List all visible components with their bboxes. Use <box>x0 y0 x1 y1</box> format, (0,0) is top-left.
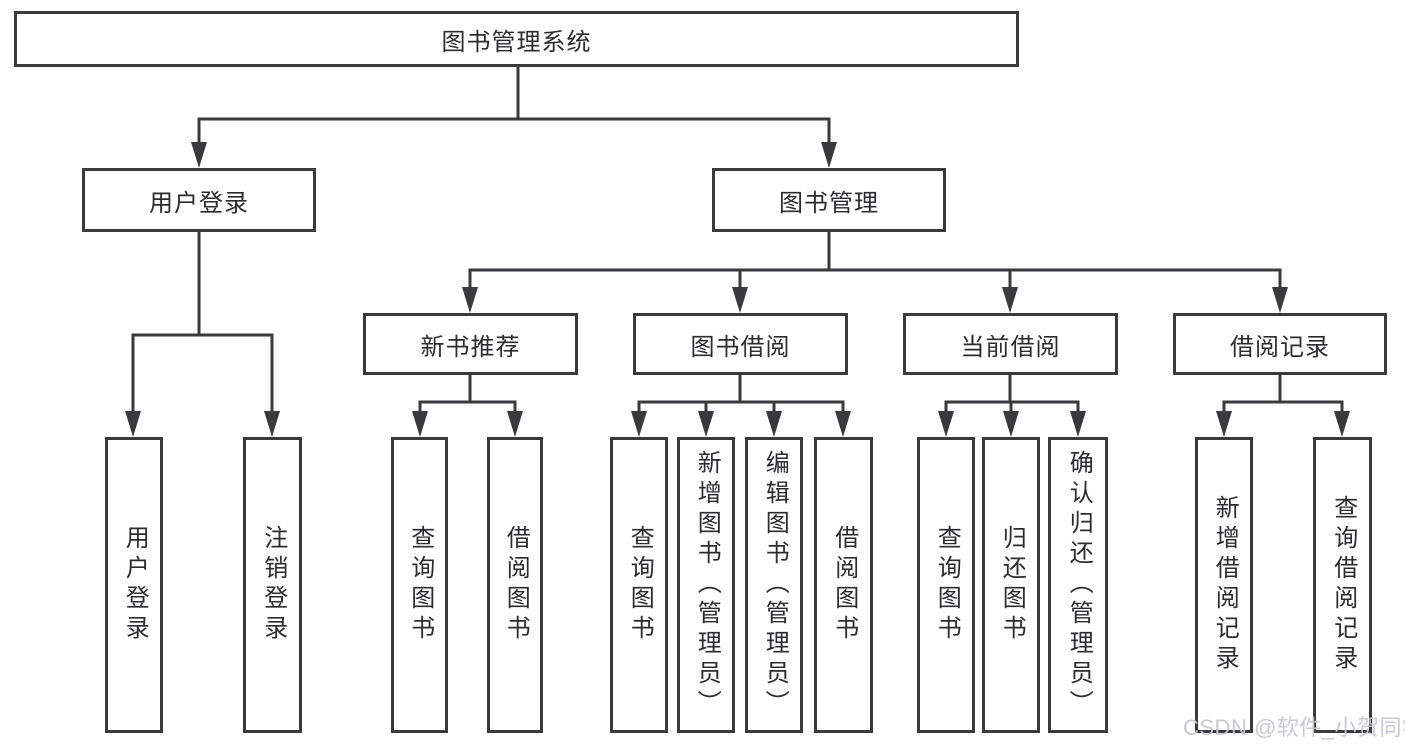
leaf-query-borrow-record-label: 查询借阅记录 <box>1329 495 1357 675</box>
leaf-add-book-admin: 新增图书（管理员） <box>677 437 735 733</box>
node-user-login: 用户登录 <box>82 168 316 232</box>
leaf-query-books-borrow: 查询图书 <box>610 437 668 733</box>
leaf-return-book-label: 归还图书 <box>998 525 1026 645</box>
leaf-borrow-books-label: 借阅图书 <box>830 525 858 645</box>
leaf-query-books-borrow-label: 查询图书 <box>626 525 654 645</box>
leaf-edit-book-admin: 编辑图书（管理员） <box>745 437 803 733</box>
leaf-return-book: 归还图书 <box>982 437 1040 733</box>
leaf-query-books-current: 查询图书 <box>917 437 975 733</box>
node-current-borrow: 当前借阅 <box>903 313 1118 375</box>
leaf-add-borrow-record: 新增借阅记录 <box>1195 437 1253 733</box>
leaf-query-borrow-record: 查询借阅记录 <box>1313 437 1372 733</box>
node-book-borrow-label: 图书借阅 <box>690 333 791 361</box>
leaf-confirm-return-admin: 确认归还（管理员） <box>1048 437 1108 733</box>
leaf-logout: 注销登录 <box>243 437 302 733</box>
node-book-borrow: 图书借阅 <box>633 313 848 375</box>
node-borrow-records-label: 借阅记录 <box>1230 333 1330 361</box>
node-user-login-label: 用户登录 <box>149 189 249 217</box>
leaf-add-book-admin-label: 新增图书（管理员） <box>693 450 721 720</box>
leaf-borrow-books: 借阅图书 <box>814 437 873 733</box>
leaf-add-borrow-record-label: 新增借阅记录 <box>1211 495 1239 675</box>
leaf-edit-book-admin-label: 编辑图书（管理员） <box>761 450 789 720</box>
leaf-borrow-books-recommend-label: 借阅图书 <box>502 525 530 645</box>
leaf-borrow-books-recommend: 借阅图书 <box>487 437 543 733</box>
node-current-borrow-label: 当前借阅 <box>960 333 1061 361</box>
leaf-logout-label: 注销登录 <box>259 525 287 645</box>
node-new-book-recommend: 新书推荐 <box>363 313 578 375</box>
node-book-management: 图书管理 <box>712 168 946 232</box>
leaf-query-books-recommend: 查询图书 <box>391 437 448 733</box>
node-borrow-records: 借阅记录 <box>1173 313 1387 375</box>
leaf-user-login: 用户登录 <box>105 437 163 733</box>
arrowheads <box>125 142 1350 437</box>
node-library-system: 图书管理系统 <box>14 11 1019 67</box>
node-library-system-label: 图书管理系统 <box>441 28 592 56</box>
leaf-confirm-return-admin-label: 确认归还（管理员） <box>1065 450 1093 720</box>
leaf-query-books-recommend-label: 查询图书 <box>406 525 434 645</box>
watermark: CSDN @软件_小贺同学 <box>1183 715 1405 740</box>
node-book-management-label: 图书管理 <box>779 189 879 217</box>
node-new-book-recommend-label: 新书推荐 <box>420 333 521 361</box>
leaf-user-login-label: 用户登录 <box>121 525 149 645</box>
leaf-query-books-current-label: 查询图书 <box>933 525 961 645</box>
